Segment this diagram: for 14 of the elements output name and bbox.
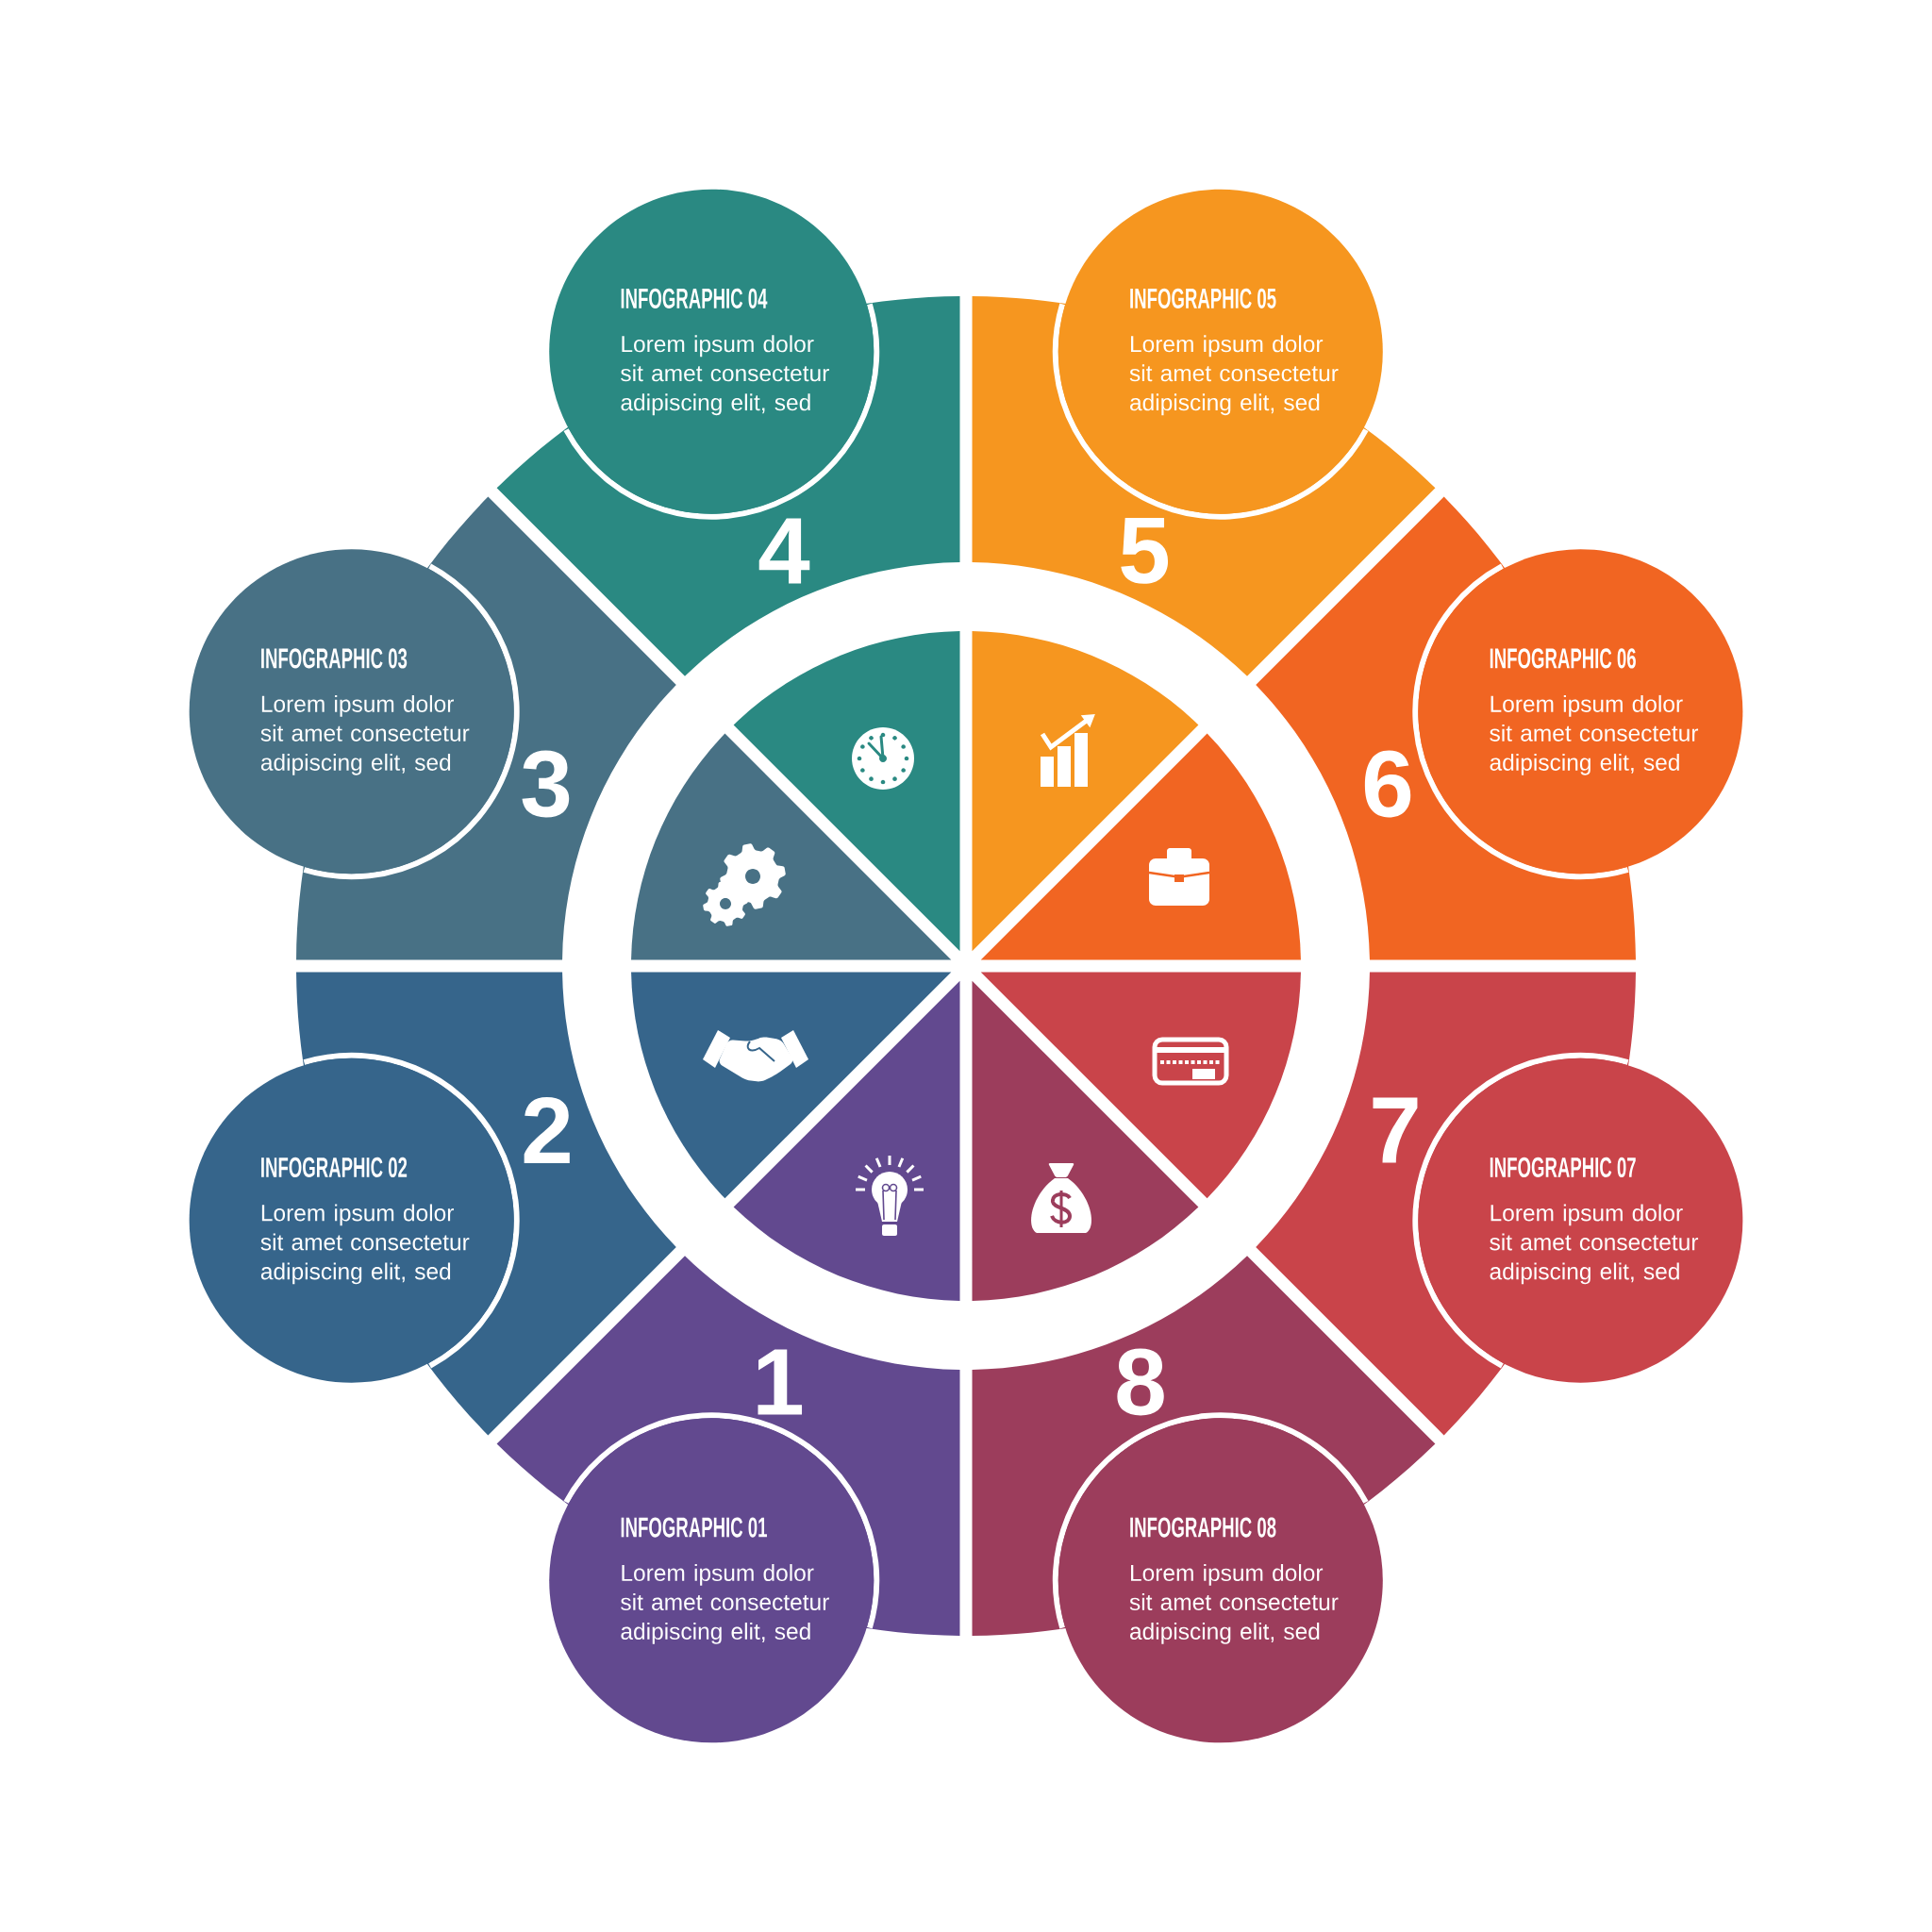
heading: INFOGRAPHIC 08 [1130, 1517, 1276, 1538]
node-label: 7 [1373, 1097, 1418, 1163]
node-label: 4 [758, 518, 810, 584]
node-label: 5 [1121, 518, 1169, 584]
node-label: 3 [522, 750, 570, 818]
node-label: 2 [524, 1097, 570, 1163]
node-label: 8 [1117, 1348, 1164, 1416]
node-label: 6 [1364, 750, 1411, 818]
node-label: 1 [758, 1349, 803, 1415]
heading: INFOGRAPHIC 06 [1490, 648, 1636, 669]
heading: INFOGRAPHIC 07 [1490, 1157, 1636, 1178]
body-text: Lorem ipsum dolor sit amet consectetur adipiscing elit, sed [1129, 335, 1339, 416]
heading: INFOGRAPHIC 01 [621, 1517, 767, 1538]
body-text: Lorem ipsum dolor sit amet consectetur adipiscing elit, sed [621, 335, 829, 416]
